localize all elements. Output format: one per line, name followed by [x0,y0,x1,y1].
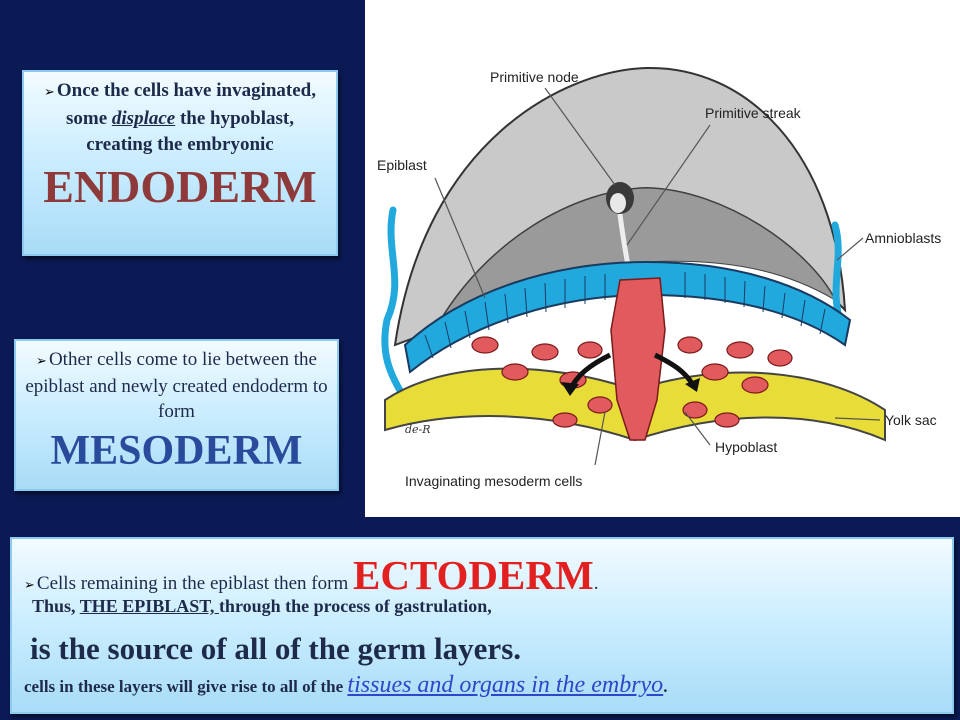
endoderm-textbox: ➢Once the cells have invaginated, some d… [22,70,338,256]
label-invaginating-cells: Invaginating mesoderm cells [405,473,582,489]
ectoderm-textbox: ➢Cells remaining in the epiblast then fo… [10,537,954,714]
mesoderm-heading: MESODERM [50,428,303,474]
ectoderm-period: . [593,573,599,594]
label-primitive-streak: Primitive streak [705,105,802,121]
mesoderm-textbox: ➢Other cells come to lie between the epi… [14,339,339,491]
epiblast-cell-borders [424,272,826,359]
arrow-bullet-icon: ➢ [24,578,35,593]
endoderm-text-1: Once the cells have invaginated, some [56,80,317,129]
endoderm-text-2: the hypoblast, creating the embryonic [86,108,294,155]
endoderm-heading: ENDODERM [43,161,317,212]
primitive-streak-cells [610,277,666,441]
ectoderm-line-2: Thus, THE EPIBLAST, through the process … [32,596,492,617]
leader-lines [434,87,881,466]
label-yolk-sac: Yolk sac [885,412,937,428]
label-hypoblast: Hypoblast [715,439,777,455]
arrow-bullet-icon: ➢ [43,85,55,100]
gastrulation-figure: Primitive node Primitive streak Epiblast… [365,0,960,517]
line4-emphasis: tissues and organs in the embryo [347,672,664,698]
label-amnioblasts: Amnioblasts [865,230,941,246]
label-epiblast: Epiblast [377,157,427,173]
ectoderm-line-4: cells in these layers will give rise to … [24,672,667,699]
mesoderm-description: ➢Other cells come to lie between the epi… [16,341,337,424]
ectoderm-heading: ECTODERM [352,552,594,598]
arrow-bullet-icon: ➢ [36,354,47,369]
endoderm-text-emphasis: displace [111,108,176,129]
line4-text: cells in these layers will give rise to … [24,677,348,696]
mesoderm-text: Other cells come to lie between the epib… [25,349,328,422]
line2-prefix: Thus, [32,596,80,616]
ectoderm-line-1: ➢Cells remaining in the epiblast then fo… [24,551,598,599]
line2-epiblast: THE EPIBLAST, [79,596,219,616]
endoderm-description: ➢Once the cells have invaginated, some d… [24,72,336,158]
ectoderm-line-3: is the source of all of the germ layers. [30,631,522,666]
ectoderm-text: Cells remaining in the epiblast then for… [36,573,353,594]
mesoderm-cells [471,336,793,428]
gastrulation-diagram: Primitive node Primitive streak Epiblast… [377,66,941,489]
artist-signature: de-R [405,423,431,436]
line2-rest: through the process of gastrulation, [218,596,492,616]
label-primitive-node: Primitive node [490,69,579,85]
epiblast-layer [403,260,852,374]
amnioblast-left [381,206,409,404]
line4-period: . [663,677,668,696]
